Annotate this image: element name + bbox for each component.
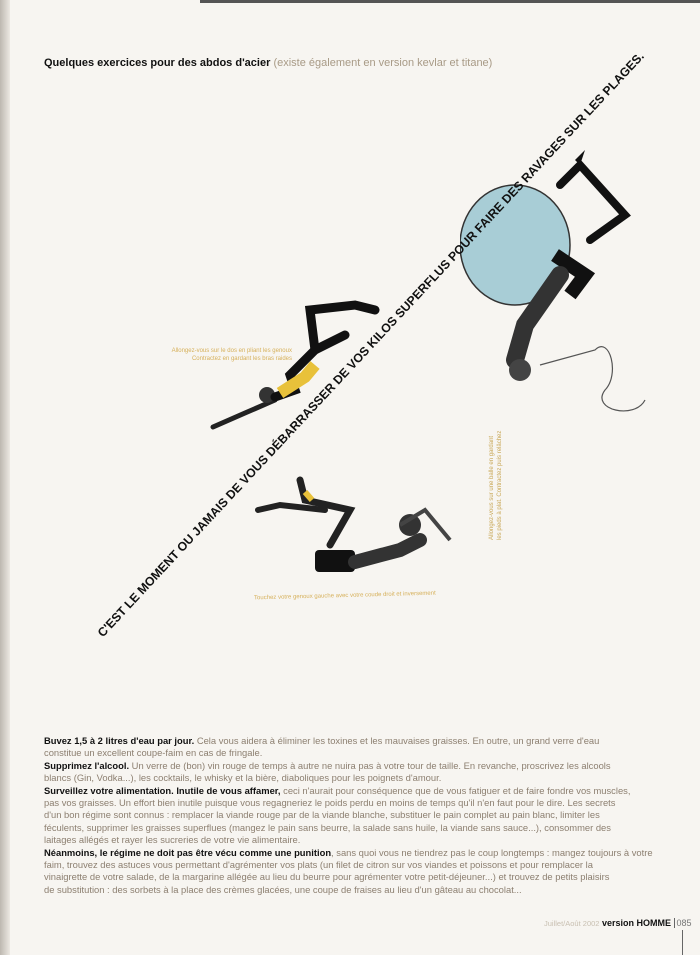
exercise-3-illustration — [255, 476, 452, 572]
body-line: vinaigrette de votre salade, de la marga… — [44, 871, 668, 883]
body-line-bold: Supprimez l'alcool. — [44, 759, 130, 771]
magazine-page — [10, 0, 700, 955]
body-line-bold: Néanmoins, le régime ne doit pas être vé… — [44, 846, 332, 858]
body-line-text: , sans quoi vous ne tiendrez pas le coup… — [331, 846, 653, 858]
body-line-text: féculents, supprimer les graisses superf… — [44, 821, 611, 833]
page-number: 085 — [673, 918, 692, 928]
footer-rule — [682, 930, 683, 955]
body-line-text: ceci n'aurait pour conséquence que de vo… — [280, 784, 631, 796]
body-line-text: vinaigrette de votre salade, de la marga… — [44, 871, 610, 883]
caption-line: les pieds à plat. Contractez puis relâch… — [497, 430, 503, 540]
body-line-text: Un verre de (bon) vin rouge de temps à a… — [129, 759, 611, 771]
body-line: Surveillez votre alimentation. Inutile d… — [44, 785, 668, 797]
top-edge — [200, 0, 700, 3]
magazine-brand: version HOMME — [601, 918, 671, 928]
body-line: d'un bon régime sont connus : remplacer … — [44, 809, 668, 821]
page-footer: Juillet/Août 2002 version HOMME 085 — [544, 918, 692, 928]
body-line-text: pas vos graisses. Un effort bien inutile… — [44, 796, 616, 808]
body-line: pas vos graisses. Un effort bien inutile… — [44, 797, 668, 809]
body-line-text: Cela vous aidera à éliminer les toxines … — [194, 735, 600, 746]
body-line: faim, trouvez des astuces vous permettan… — [44, 859, 668, 871]
body-line-bold: Surveillez votre alimentation. Inutile d… — [44, 784, 281, 796]
title-bold: Quelques exercices pour des abdos d'acie… — [44, 57, 271, 69]
body-line-text: d'un bon régime sont connus : remplacer … — [44, 809, 600, 821]
body-line-text: constitue un excellent coupe-faim en cas… — [44, 747, 263, 759]
body-line: laitages allégés et rayer les sucreries … — [44, 834, 668, 846]
issue-date: Juillet/Août 2002 — [544, 919, 600, 928]
body-line-bold: Buvez 1,5 à 2 litres d'eau par jour. — [44, 735, 195, 746]
body-line: Supprimez l'alcool. Un verre de (bon) vi… — [44, 760, 668, 772]
body-line: féculents, supprimer les graisses superf… — [44, 822, 668, 834]
body-line: de substitution : des sorbets à la place… — [44, 884, 668, 896]
body-line: constitue un excellent coupe-faim en cas… — [44, 747, 668, 759]
title-light: (existe également en version kevlar et t… — [273, 57, 493, 69]
page-spine — [0, 0, 10, 955]
body-line-text: faim, trouvez des astuces vous permettan… — [44, 858, 593, 870]
body-line-text: laitages allégés et rayer les sucreries … — [44, 834, 301, 846]
exercise-2-caption: Allongez-vous sur une balle en gardant l… — [488, 431, 504, 540]
body-line: blancs (Gin, Vodka...), les cocktails, l… — [44, 772, 668, 784]
exercise-1-illustration — [210, 300, 380, 430]
body-line: Buvez 1,5 à 2 litres d'eau par jour. Cel… — [44, 735, 668, 747]
exercise-1-caption: Allongez-vous sur le dos en pliant les g… — [142, 347, 292, 363]
caption-line: Contractez en gardant les bras raides — [191, 356, 292, 362]
body-line-text: de substitution : des sorbets à la place… — [44, 883, 522, 895]
body-line-text: blancs (Gin, Vodka...), les cocktails, l… — [44, 772, 442, 784]
exercise-2-illustration — [460, 150, 646, 412]
caption-line: Allongez-vous sur une balle en gardant — [489, 435, 495, 540]
body-text: Buvez 1,5 à 2 litres d'eau par jour. Cel… — [44, 735, 668, 896]
caption-line: Allongez-vous sur le dos en pliant les g… — [171, 348, 292, 354]
body-line: Néanmoins, le régime ne doit pas être vé… — [44, 847, 668, 859]
page-title: Quelques exercices pour des abdos d'acie… — [44, 57, 492, 69]
